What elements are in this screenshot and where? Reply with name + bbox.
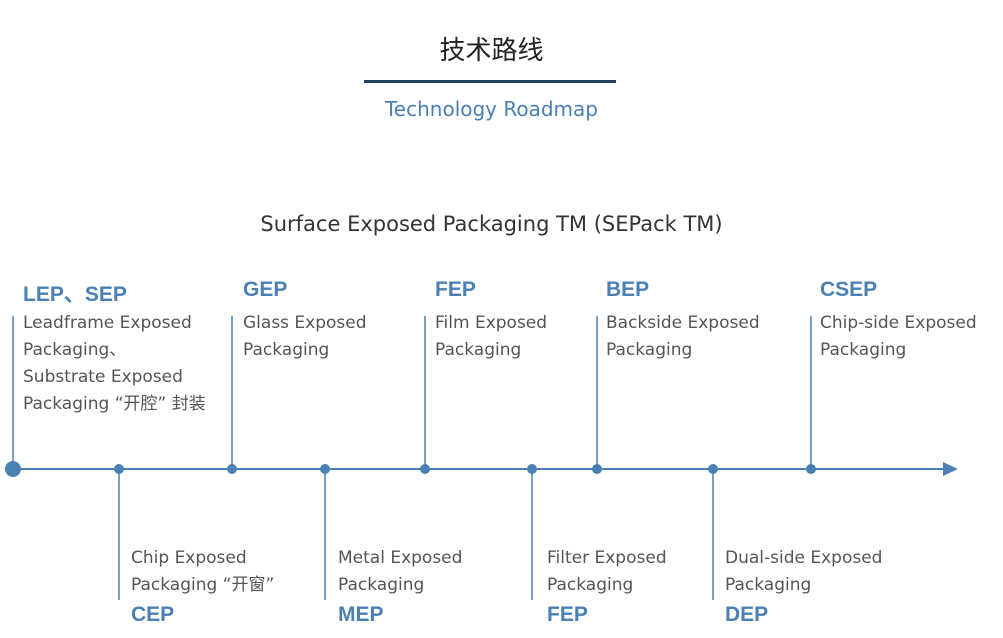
- node-film-fep: [420, 464, 430, 474]
- milestone-abbr: GEP: [243, 278, 288, 301]
- node-csep: [806, 464, 816, 474]
- milestone-lep-sep: LEP、SEP Leadframe Exposed Packaging、 Sub…: [23, 278, 228, 418]
- milestone-mep: Metal Exposed Packaging MEP: [338, 545, 513, 627]
- milestone-desc: Metal Exposed Packaging: [338, 548, 463, 595]
- page-title-cn: 技术路线: [439, 36, 544, 66]
- milestone-abbr: DEP: [725, 603, 769, 626]
- milestone-dep: Dual-side Exposed Packaging DEP: [725, 545, 915, 627]
- milestone-film-fep: FEP Film Exposed Packaging: [435, 278, 610, 364]
- milestone-csep: CSEP Chip-side Exposed Packaging: [820, 278, 1000, 364]
- node-bep: [592, 464, 602, 474]
- milestone-desc: Leadframe Exposed Packaging、 Substrate E…: [23, 313, 206, 414]
- milestone-abbr: FEP: [435, 278, 476, 301]
- page-title-en: Technology Roadmap: [384, 97, 598, 121]
- roadmap-subtitle: Surface Exposed Packaging TM (SEPack TM): [260, 212, 723, 236]
- milestone-abbr: FEP: [547, 603, 588, 626]
- title-underline: [364, 80, 616, 83]
- milestone-filter-fep: Filter Exposed Packaging FEP: [547, 545, 722, 627]
- milestone-abbr: CSEP: [820, 278, 878, 301]
- milestone-desc: Dual-side Exposed Packaging: [725, 548, 883, 595]
- node-mep: [320, 464, 330, 474]
- node-filter-fep: [527, 464, 537, 474]
- milestone-desc: Film Exposed Packaging: [435, 313, 548, 360]
- node-dep: [708, 464, 718, 474]
- milestone-bep: BEP Backside Exposed Packaging: [606, 278, 781, 364]
- node-cep: [114, 464, 124, 474]
- milestone-desc: Chip Exposed Packaging “开窗”: [131, 548, 275, 595]
- milestone-desc: Chip-side Exposed Packaging: [820, 313, 977, 360]
- milestone-abbr: LEP、SEP: [23, 283, 127, 306]
- milestone-abbr: MEP: [338, 603, 384, 626]
- milestone-gep: GEP Glass Exposed Packaging: [243, 278, 418, 364]
- milestone-abbr: BEP: [606, 278, 650, 301]
- node-gep: [227, 464, 237, 474]
- milestone-cep: Chip Exposed Packaging “开窗” CEP: [131, 545, 316, 627]
- milestone-abbr: CEP: [131, 603, 175, 626]
- milestone-desc: Backside Exposed Packaging: [606, 313, 760, 360]
- milestone-desc: Filter Exposed Packaging: [547, 548, 667, 595]
- milestone-desc: Glass Exposed Packaging: [243, 313, 367, 360]
- timeline-arrowhead: [943, 462, 958, 476]
